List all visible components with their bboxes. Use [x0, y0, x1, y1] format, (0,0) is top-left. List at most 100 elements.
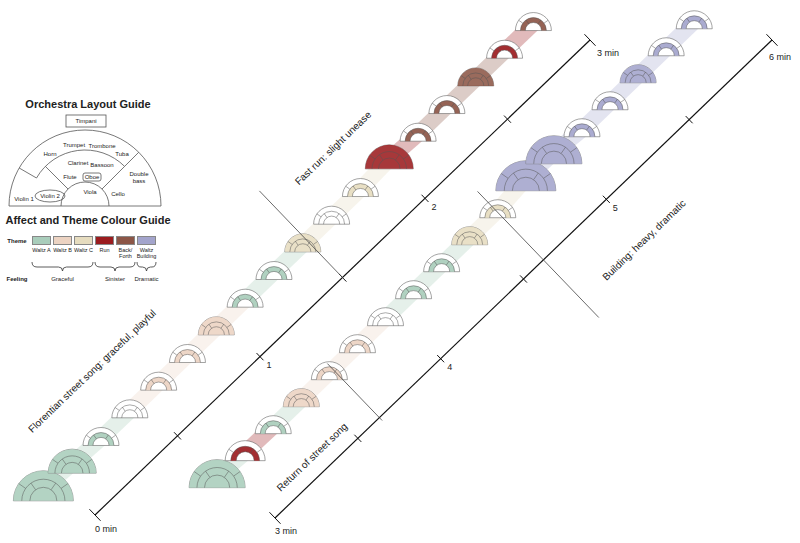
- fan-radial: [509, 48, 512, 52]
- fan-arc: [93, 437, 109, 445]
- fan-radial: [365, 186, 368, 190]
- fan-radial: [336, 214, 339, 218]
- axis-tick: [584, 34, 595, 46]
- fan-radial: [643, 72, 646, 76]
- fan-arc: [237, 299, 253, 307]
- section-line: [102, 166, 125, 189]
- axis-tick: [520, 275, 527, 282]
- axis-label: 1: [266, 361, 271, 371]
- fan-radial: [370, 155, 376, 159]
- fan-arc: [55, 456, 90, 473]
- fan-radial: [234, 472, 240, 476]
- fan-radial: [122, 407, 125, 411]
- fan-radial: [371, 315, 375, 318]
- fan-arc: [30, 487, 57, 500]
- fan-radial: [206, 471, 210, 477]
- fan-radial: [542, 147, 546, 153]
- fan-sections: [144, 377, 173, 390]
- instrument-label: Trumpet: [63, 142, 85, 149]
- section-marker: [478, 191, 599, 317]
- fan-outline: [487, 40, 523, 58]
- fan-arc: [630, 75, 646, 83]
- feeling-label: Sinister: [105, 276, 125, 283]
- fan-outline: [400, 123, 436, 141]
- axis-label: 4: [447, 363, 452, 373]
- fan-radial: [621, 99, 625, 102]
- fan-outline: [648, 38, 684, 56]
- fan-radial: [62, 459, 66, 464]
- fan-arc: [574, 129, 590, 137]
- oboe-box: [83, 173, 101, 181]
- fan-arc: [122, 410, 138, 418]
- fan-radial: [306, 396, 309, 400]
- fan-radial: [603, 99, 606, 103]
- fan-radial: [452, 103, 455, 107]
- time-axis: [275, 40, 772, 518]
- fan-radial: [322, 369, 325, 373]
- fan-sections: [371, 313, 400, 326]
- fan-fill: [620, 65, 656, 83]
- violin2-shape: [35, 190, 65, 202]
- fan-radial: [699, 18, 702, 22]
- axis-label: 5: [613, 204, 618, 214]
- fan-outline: [496, 161, 556, 191]
- fan-sections: [427, 259, 456, 272]
- fan-radial: [423, 131, 426, 135]
- fan-radial: [194, 472, 200, 476]
- axis-tick: [504, 116, 511, 123]
- fan-arc: [429, 259, 455, 272]
- fan-radial: [315, 369, 319, 372]
- fan-sections: [403, 128, 432, 141]
- section-label: Fast run: slight unease: [292, 109, 373, 187]
- fan-radial: [295, 241, 298, 245]
- fan-outline: [368, 308, 404, 326]
- fan-radial: [575, 126, 578, 130]
- fan-arc: [175, 350, 201, 363]
- fan-radial: [483, 207, 487, 210]
- fan-outline: [283, 389, 319, 407]
- fan-sections: [567, 124, 596, 137]
- fan-arc: [266, 271, 282, 279]
- fan-arc: [236, 452, 254, 461]
- fan-sections: [258, 421, 287, 434]
- fan-radial: [112, 435, 116, 438]
- fan-fill: [429, 259, 455, 272]
- fan-radial: [434, 261, 437, 265]
- fan-arc: [260, 421, 286, 434]
- fan-radial: [313, 242, 317, 245]
- time-axis: [95, 40, 590, 515]
- fan-sections: [679, 16, 708, 29]
- fan-radial: [224, 471, 228, 477]
- fan-radial: [209, 324, 212, 328]
- fan-radial: [106, 435, 109, 439]
- fan-sections: [399, 286, 428, 299]
- fan-radial: [94, 435, 97, 439]
- fan-radial: [538, 20, 541, 24]
- fan-sections: [519, 18, 548, 31]
- fan-radial: [432, 103, 436, 106]
- legend-label: Waltz C: [72, 247, 96, 253]
- fan-outline: [429, 96, 465, 114]
- fan-arc: [88, 433, 114, 446]
- axis-marks: [89, 34, 777, 524]
- fan-radial: [411, 131, 414, 135]
- fan-radial: [615, 99, 618, 103]
- fan-arc: [653, 43, 679, 56]
- section-line: [19, 168, 36, 178]
- axis-label: 6 min: [769, 53, 791, 63]
- fan-radial: [497, 48, 500, 52]
- fan-radial: [502, 207, 505, 211]
- fan-radial: [458, 103, 462, 106]
- axis-tick: [174, 432, 181, 439]
- fan-outline: [342, 179, 378, 197]
- section-label: Return of street song: [275, 421, 350, 494]
- fan-arc: [349, 345, 365, 353]
- fan-fill: [189, 460, 245, 488]
- fan-radial: [19, 484, 26, 489]
- fan-arc: [117, 405, 143, 418]
- fan-radial: [461, 76, 465, 79]
- fan-radial: [53, 459, 59, 463]
- fan-radial: [418, 288, 421, 292]
- fan-arc: [434, 101, 460, 114]
- fan-radial: [519, 20, 523, 23]
